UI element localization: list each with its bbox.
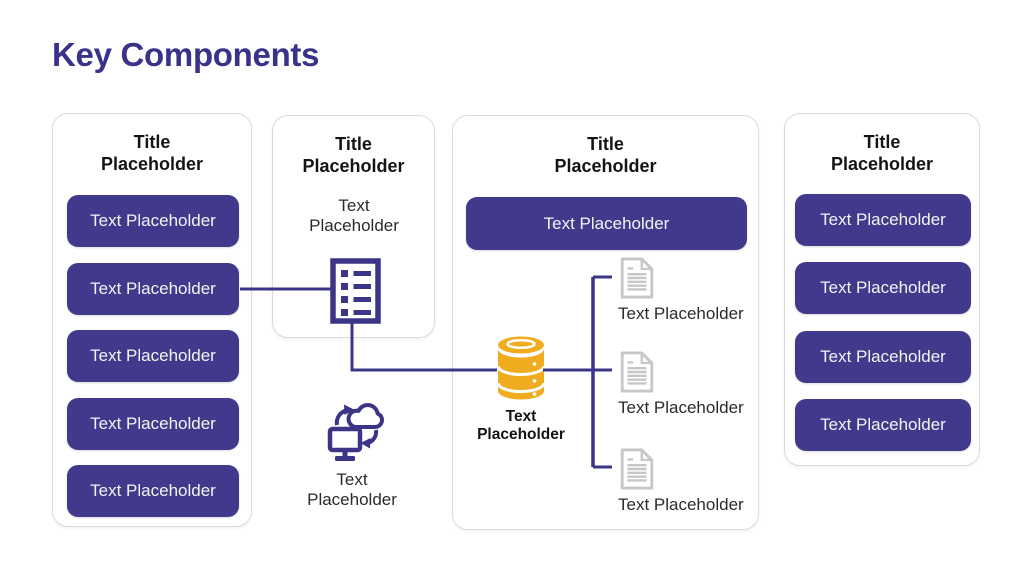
document-item: Text Placeholder bbox=[618, 257, 744, 323]
sync-label: Text Placeholder bbox=[307, 470, 397, 510]
text-placeholder-button[interactable]: Text Placeholder bbox=[67, 263, 239, 315]
document-label: Text Placeholder bbox=[618, 398, 744, 417]
document-icon bbox=[620, 448, 654, 490]
text-placeholder-button[interactable]: Text Placeholder bbox=[795, 262, 971, 314]
database-label: Text Placeholder bbox=[477, 408, 565, 444]
document-icon bbox=[620, 257, 654, 299]
panel-left-list: Title Placeholder Text Placeholder Text … bbox=[52, 113, 252, 527]
text-placeholder-button[interactable]: Text Placeholder bbox=[466, 197, 747, 250]
panel-process: Title Placeholder Text Placeholder bbox=[272, 115, 435, 338]
text-placeholder-button[interactable]: Text Placeholder bbox=[67, 195, 239, 247]
text-placeholder-button[interactable]: Text Placeholder bbox=[67, 465, 239, 517]
panel-title: Title Placeholder bbox=[830, 132, 934, 174]
text-placeholder-button[interactable]: Text Placeholder bbox=[795, 194, 971, 246]
process-body-text: Text Placeholder bbox=[309, 196, 399, 236]
text-placeholder-button[interactable]: Text Placeholder bbox=[67, 398, 239, 450]
document-label: Text Placeholder bbox=[618, 495, 744, 514]
database-icon bbox=[497, 336, 545, 400]
document-icon bbox=[620, 351, 654, 393]
panel-data-flow: Title Placeholder Text Placeholder Text … bbox=[452, 115, 759, 530]
document-label: Text Placeholder bbox=[618, 304, 744, 323]
panel-title: Title Placeholder bbox=[100, 132, 204, 174]
text-placeholder-button[interactable]: Text Placeholder bbox=[795, 331, 971, 383]
panel-title: Title Placeholder bbox=[554, 134, 657, 176]
page-title: Key Components bbox=[52, 36, 320, 73]
text-placeholder-button[interactable]: Text Placeholder bbox=[67, 330, 239, 382]
text-placeholder-button[interactable]: Text Placeholder bbox=[795, 399, 971, 451]
panel-title: Title Placeholder bbox=[302, 134, 405, 176]
document-item: Text Placeholder bbox=[618, 448, 744, 514]
checklist-icon bbox=[330, 258, 381, 324]
panel-right-list: Title Placeholder Text Placeholder Text … bbox=[784, 113, 980, 466]
cloud-sync-icon bbox=[327, 403, 384, 461]
document-item: Text Placeholder bbox=[618, 351, 744, 417]
